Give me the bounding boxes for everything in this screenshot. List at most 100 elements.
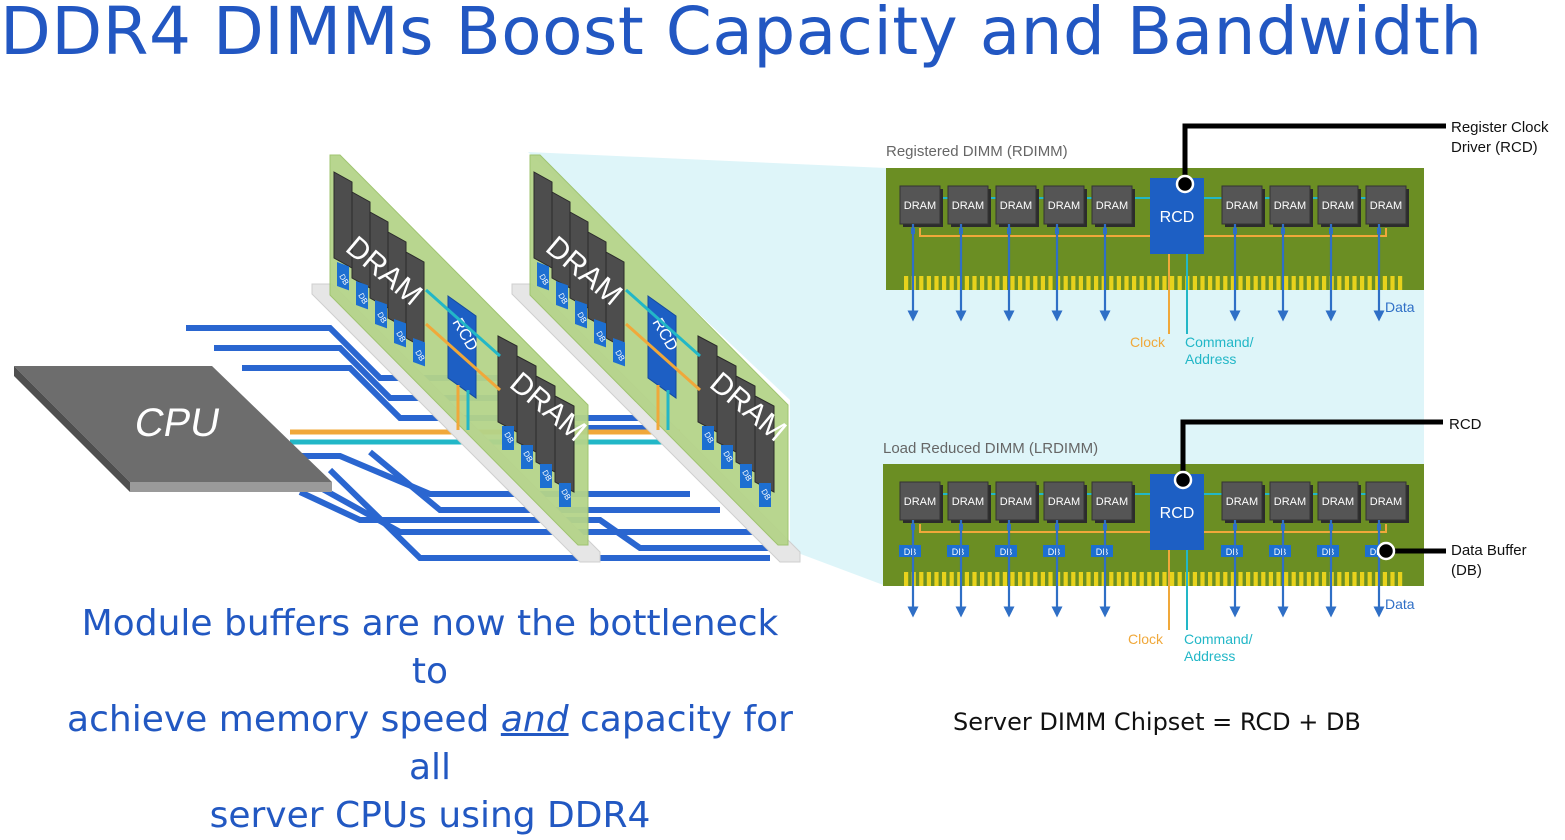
lrdimm-gold-finger	[1344, 572, 1349, 586]
rcd-callout-line-bottom	[1180, 419, 1443, 480]
rdimm-dram-label: DRAM	[1048, 200, 1080, 212]
lrdimm-db-label: DB	[952, 547, 965, 557]
rdimm-gold-finger	[1306, 276, 1311, 290]
lrdimm-gold-finger	[1276, 572, 1281, 586]
rcd-callout-label-1: Register Clock	[1451, 119, 1549, 136]
lrdimm-gold-finger	[1398, 572, 1403, 586]
rdimm-dram-label: DRAM	[952, 200, 984, 212]
bus-trace	[327, 467, 770, 561]
module-db-chip	[375, 300, 387, 329]
module-db-chip	[559, 483, 571, 507]
rdimm-gold-finger	[1398, 276, 1403, 290]
rdimm-gold-finger	[1170, 276, 1175, 290]
rdimm-gold-finger	[1116, 276, 1121, 290]
lrdimm-db-chip	[947, 545, 969, 557]
lrdimm-dram-label: DRAM	[1096, 496, 1128, 508]
lrdimm-gold-finger	[1314, 572, 1319, 586]
lrdimm-gold-finger	[1238, 572, 1243, 586]
footer-equation: Server DIMM Chipset = RCD + DB	[953, 708, 1361, 736]
lrdimm-gold-finger	[1299, 572, 1304, 586]
rdimm-gold-finger	[926, 276, 931, 290]
lrdimm-gold-finger	[1200, 572, 1205, 586]
rdimm-gold-finger	[1253, 276, 1258, 290]
lrdimm-db-chip	[1043, 545, 1065, 557]
lrdimm-gold-finger	[1375, 572, 1380, 586]
lrdimm-gold-finger	[987, 572, 992, 586]
lrdimm-gold-finger	[1261, 572, 1266, 586]
lrdimm-db-label: DB	[1370, 547, 1383, 557]
rdimm-gold-finger	[1314, 276, 1319, 290]
lrdimm-db-label: DB	[904, 547, 917, 557]
rdimm-gold-finger	[1086, 276, 1091, 290]
rdimm-dram-chip	[995, 185, 1037, 225]
db-callout-label-1: Data Buffer	[1451, 542, 1527, 559]
lrdimm-gold-finger	[919, 572, 924, 586]
lrdimm-gold-finger	[1390, 572, 1395, 586]
lrdimm-gold-finger	[980, 572, 985, 586]
rdimm-dram-label: DRAM	[1322, 200, 1354, 212]
rdimm-dram-chip	[1365, 185, 1407, 225]
module-db-chip	[721, 445, 733, 469]
rdimm-gold-finger	[1337, 276, 1342, 290]
lrdimm-gold-finger	[972, 572, 977, 586]
rdimm-command-label-2: Address	[1185, 351, 1236, 367]
rdimm-gold-finger	[1094, 276, 1099, 290]
lrdimm-gold-finger	[942, 572, 947, 586]
rdimm-clock-label: Clock	[1130, 334, 1166, 350]
lrdimm-db-chip	[1269, 545, 1291, 557]
rdimm-gold-finger	[964, 276, 969, 290]
rdimm-gold-finger	[987, 276, 992, 290]
rdimm-gold-finger	[934, 276, 939, 290]
module-db-chip	[613, 338, 625, 367]
rdimm-gold-finger	[1040, 276, 1045, 290]
lrdimm-db-chip	[1317, 545, 1339, 557]
lrdimm-gold-finger	[1223, 572, 1228, 586]
rdimm-dram-chip	[1317, 185, 1359, 225]
rcd-callout-short-label: RCD	[1449, 416, 1482, 433]
lrdimm-gold-finger	[1002, 572, 1007, 586]
rdimm-gold-finger	[1018, 276, 1023, 290]
caption-line-1: Module buffers are now the bottleneck to	[81, 603, 779, 692]
rdimm-gold-finger	[1344, 276, 1349, 290]
rdimm-dram-label: DRAM	[1274, 200, 1306, 212]
rdimm-gold-finger	[1230, 276, 1235, 290]
module-db-chip	[521, 445, 533, 469]
lrdimm-gold-finger	[1322, 572, 1327, 586]
cpu-chip: CPU	[14, 366, 332, 492]
lrdimm-command-label-1: Command/	[1184, 631, 1253, 647]
lrdimm-gold-finger	[1352, 572, 1357, 586]
lrdimm-dram-chip	[1221, 481, 1263, 521]
lrdimm-dram-chip	[1317, 481, 1359, 521]
rdimm-gold-finger	[919, 276, 924, 290]
lrdimm-gold-finger	[1306, 572, 1311, 586]
lrdimm-rcd-label: RCD	[1160, 505, 1195, 522]
rdimm-gold-finger	[1002, 276, 1007, 290]
rdimm-dram-chip	[1269, 185, 1311, 225]
lrdimm-gold-finger	[1154, 572, 1159, 586]
caption-emphasis: and	[500, 699, 569, 740]
lrdimm-db-label: DB	[1274, 547, 1287, 557]
rdimm-gold-finger	[1208, 276, 1213, 290]
rdimm-gold-finger	[1382, 276, 1387, 290]
lrdimm-gold-finger	[1215, 572, 1220, 586]
lrdimm-data-label: Data	[1385, 596, 1415, 612]
rdimm-gold-finger	[1200, 276, 1205, 290]
module-dram-chip	[554, 395, 575, 493]
lrdimm-gold-finger	[1192, 572, 1197, 586]
module-db-chip	[413, 338, 425, 367]
rdimm-gold-finger	[1322, 276, 1327, 290]
lrdimm-dram-label: DRAM	[952, 496, 984, 508]
module-rcd-chip	[647, 295, 677, 399]
lrdimm-dram-chip	[995, 481, 1037, 521]
rdimm-gold-finger	[1238, 276, 1243, 290]
rcd-callout-dot-top	[1175, 174, 1195, 194]
lrdimm-gold-finger	[1094, 572, 1099, 586]
rdimm-gold-finger	[1215, 276, 1220, 290]
rdimm-gold-finger	[1033, 276, 1038, 290]
lrdimm-gold-finger	[1018, 572, 1023, 586]
rdimm-gold-finger	[942, 276, 947, 290]
rcd-callout-line-top	[1182, 123, 1446, 184]
